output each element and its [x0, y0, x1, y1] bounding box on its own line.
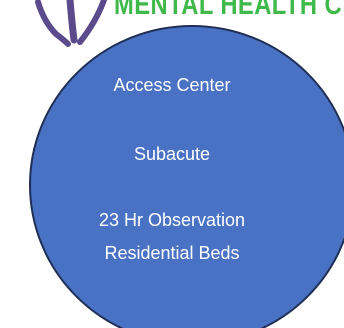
service-access-center: Access Center	[113, 75, 231, 95]
service-23hr-observation: 23 Hr Observation	[98, 210, 246, 230]
service-bubble-shape	[29, 25, 344, 328]
logo-mark-icon	[35, 0, 107, 47]
service-subacute: Subacute	[133, 144, 211, 164]
logo-text: MENTAL HEALTH C	[114, 0, 343, 21]
service-residential-beds: Residential Beds	[104, 243, 240, 263]
